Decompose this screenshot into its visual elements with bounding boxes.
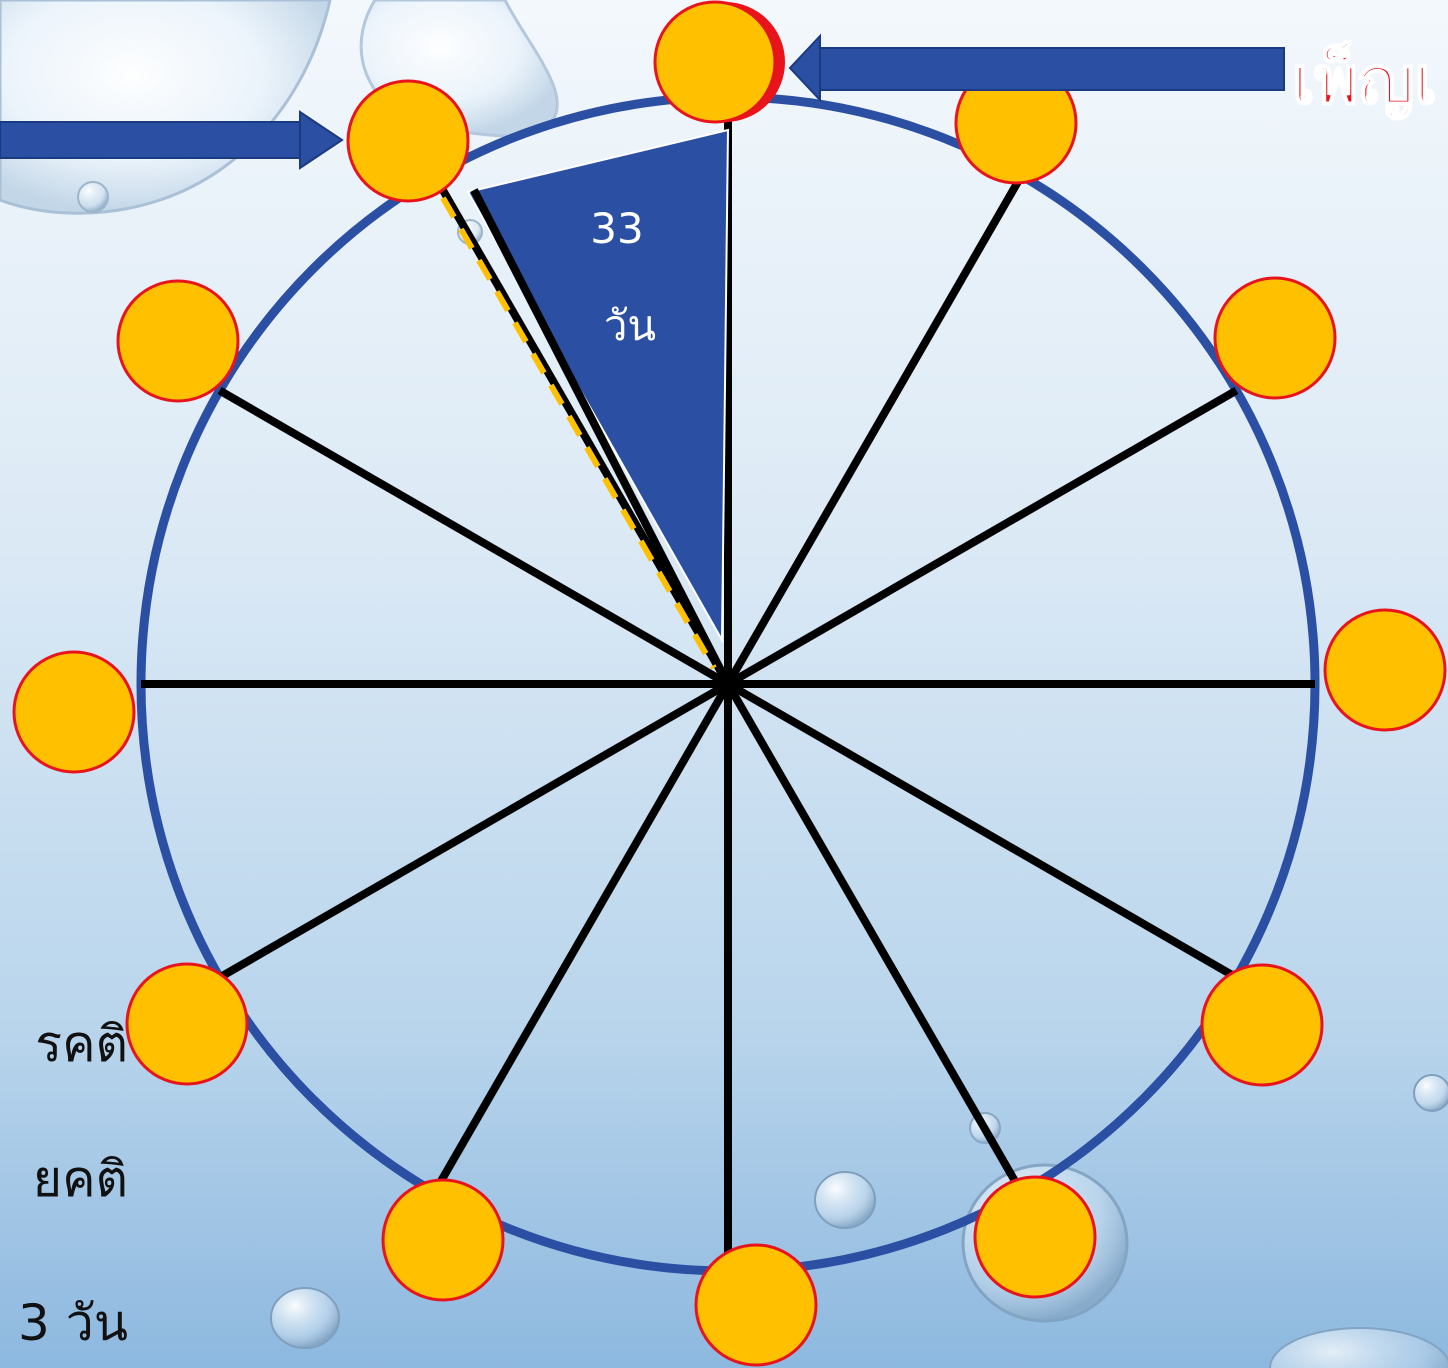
moon-marker xyxy=(127,964,247,1084)
full-moon-marker xyxy=(655,2,775,122)
sector-days-unit: วัน xyxy=(604,301,656,350)
moon-marker xyxy=(696,1245,816,1365)
moon-marker xyxy=(14,652,134,772)
spoke xyxy=(728,684,1236,978)
side-text-line-2: ยคติ xyxy=(33,1150,128,1208)
small-bubble xyxy=(78,182,108,212)
side-text-line-3: 3 วัน xyxy=(18,1294,128,1352)
spoke xyxy=(728,176,1022,684)
spoke xyxy=(220,684,728,978)
moon-marker xyxy=(348,81,468,201)
spoke xyxy=(728,684,1022,1192)
moon-marker xyxy=(975,1177,1095,1297)
moon-marker xyxy=(383,1180,503,1300)
sector-days-number: 33 xyxy=(590,204,643,253)
side-text-line-1: รคติ xyxy=(35,1015,128,1073)
moon-marker xyxy=(1215,278,1335,398)
moon-marker xyxy=(1325,610,1445,730)
moon-marker xyxy=(1202,965,1322,1085)
spoke xyxy=(728,391,1236,685)
small-bubble xyxy=(1270,1328,1448,1368)
small-bubble xyxy=(815,1172,875,1228)
title-full-moon: เพ็ญเ xyxy=(1292,40,1437,119)
small-bubble xyxy=(271,1288,339,1348)
spoke xyxy=(435,684,729,1192)
moon-marker xyxy=(118,281,238,401)
right-arrow xyxy=(790,36,1284,100)
large-water-drop xyxy=(0,0,330,213)
small-bubble xyxy=(1414,1075,1448,1111)
